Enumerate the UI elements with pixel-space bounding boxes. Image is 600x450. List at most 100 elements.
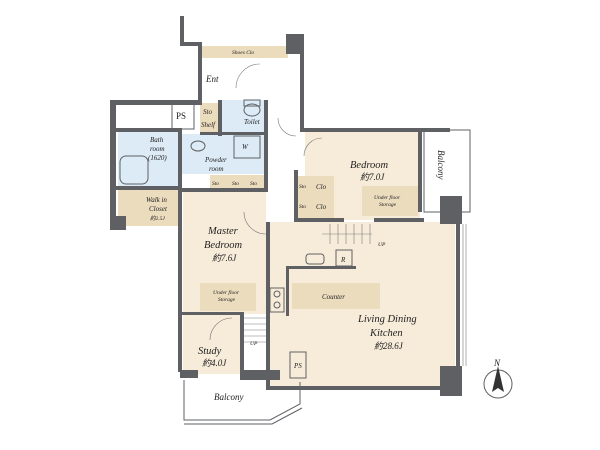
wall-segment	[110, 186, 182, 190]
wall-segment	[110, 100, 202, 105]
fixtures	[119, 63, 471, 425]
toilet-bowl	[243, 103, 261, 117]
label-shelf: Shelf	[201, 121, 216, 129]
sto-shelf-floor	[200, 103, 220, 135]
balcony-bottom-outline	[183, 380, 301, 421]
ps-bottom-box	[289, 351, 307, 379]
balcony-bottom-rail	[184, 407, 303, 425]
powder-room-floor	[182, 134, 264, 174]
wall-segment	[270, 386, 442, 390]
label-ps-top: PS	[176, 111, 186, 121]
sto-row-floor	[210, 175, 264, 189]
label-walk-in-2: Closet	[149, 205, 168, 213]
label-up-b: UP	[250, 341, 258, 347]
label-r: R	[340, 256, 346, 264]
walk-in-closet-floor	[118, 190, 180, 226]
kitchen-sink	[305, 253, 325, 265]
underfloor-storage-master	[200, 283, 256, 311]
label-master-1: Master	[207, 226, 239, 237]
wall-segment	[180, 370, 198, 378]
label-w: W	[242, 143, 249, 151]
compass-north-label: N	[493, 358, 501, 368]
label-ldk-size: 約28.6J	[374, 341, 404, 351]
label-sto-f: Sto	[299, 204, 306, 210]
label-bath-1: Bath	[150, 136, 164, 144]
label-balcony-bottom: Balcony	[214, 392, 244, 402]
wall-segment	[110, 128, 180, 132]
wall-segment	[110, 216, 126, 230]
washer-box	[233, 135, 261, 159]
label-walk-in-1: Walk in	[146, 196, 167, 204]
label-clo-b: Clo	[316, 203, 327, 211]
wall-segment	[418, 128, 422, 212]
fridge-box	[335, 249, 353, 267]
wall-segment	[374, 218, 424, 222]
sink	[190, 140, 206, 152]
labels: Shoes Clo Ent PS Sto Shelf Toilet Bath r…	[146, 50, 446, 402]
label-underfloor1-1: Under floor	[374, 194, 401, 201]
label-sto-e: Sto	[299, 184, 306, 190]
label-powder-2: room	[209, 165, 224, 173]
stove-burner	[273, 301, 281, 309]
stairs-ldk	[322, 224, 372, 244]
wall-segment	[266, 222, 270, 390]
label-sto-a: Sto	[203, 108, 212, 116]
walls	[110, 16, 462, 396]
door-swing	[243, 211, 267, 235]
wall-segment	[200, 132, 266, 135]
study-floor	[183, 314, 243, 374]
wall-segment	[240, 370, 280, 380]
label-underfloor2-2: Storage	[218, 297, 236, 303]
counter-floor	[292, 283, 380, 309]
wall-segment	[180, 16, 184, 44]
label-bedroom: Bedroom	[350, 160, 389, 171]
wall-segment	[294, 218, 344, 222]
label-master-size: 約7.6J	[212, 253, 237, 263]
wall-segment	[240, 312, 244, 374]
label-sto-b: Sto	[212, 181, 219, 187]
label-underfloor1-2: Storage	[379, 202, 397, 208]
wall-segment	[182, 188, 268, 192]
wall-segment	[286, 266, 356, 269]
door-swing	[303, 137, 323, 157]
label-ps-bottom: PS	[293, 362, 302, 370]
label-toilet: Toilet	[244, 118, 261, 126]
stove-burner	[273, 290, 281, 298]
label-master-2: Bedroom	[204, 240, 243, 251]
label-walk-in-size: 約2.5J	[150, 215, 165, 222]
wall-segment	[300, 54, 304, 132]
label-bedroom-size: 約7.0J	[360, 172, 385, 182]
stove	[269, 287, 285, 313]
wall-segment	[286, 34, 304, 54]
bathtub	[119, 155, 149, 185]
wall-segment	[180, 312, 240, 315]
label-bath-2: room	[150, 145, 165, 153]
wall-segment	[180, 42, 202, 46]
wall-segment	[178, 186, 182, 372]
label-counter: Counter	[322, 293, 345, 301]
compass-arrow-icon	[492, 366, 504, 392]
balcony-right-outline	[423, 129, 471, 213]
label-powder-1: Powder	[204, 156, 227, 164]
wall-segment	[440, 366, 462, 396]
door-swing	[277, 117, 297, 137]
wall-segment	[198, 42, 202, 100]
label-study-size: 約4.0J	[202, 358, 227, 368]
toilet-tank	[243, 99, 261, 107]
wall-segment	[110, 100, 116, 220]
wall-segment	[456, 222, 460, 372]
label-clo-a: Clo	[316, 183, 327, 191]
label-sto-d: Sto	[250, 181, 257, 187]
label-sto-c: Sto	[232, 181, 239, 187]
wall-segment	[264, 100, 268, 190]
label-ldk-2: Kitchen	[369, 328, 403, 339]
stairs-study	[244, 317, 266, 343]
underfloor-storage-bedroom	[362, 186, 418, 216]
label-ldk-1: Living Dining	[357, 314, 417, 325]
wall-segment	[300, 128, 450, 132]
label-ent: Ent	[205, 74, 219, 84]
door-swing	[235, 63, 261, 89]
wall-segment	[218, 100, 222, 136]
compass: N	[483, 358, 513, 399]
